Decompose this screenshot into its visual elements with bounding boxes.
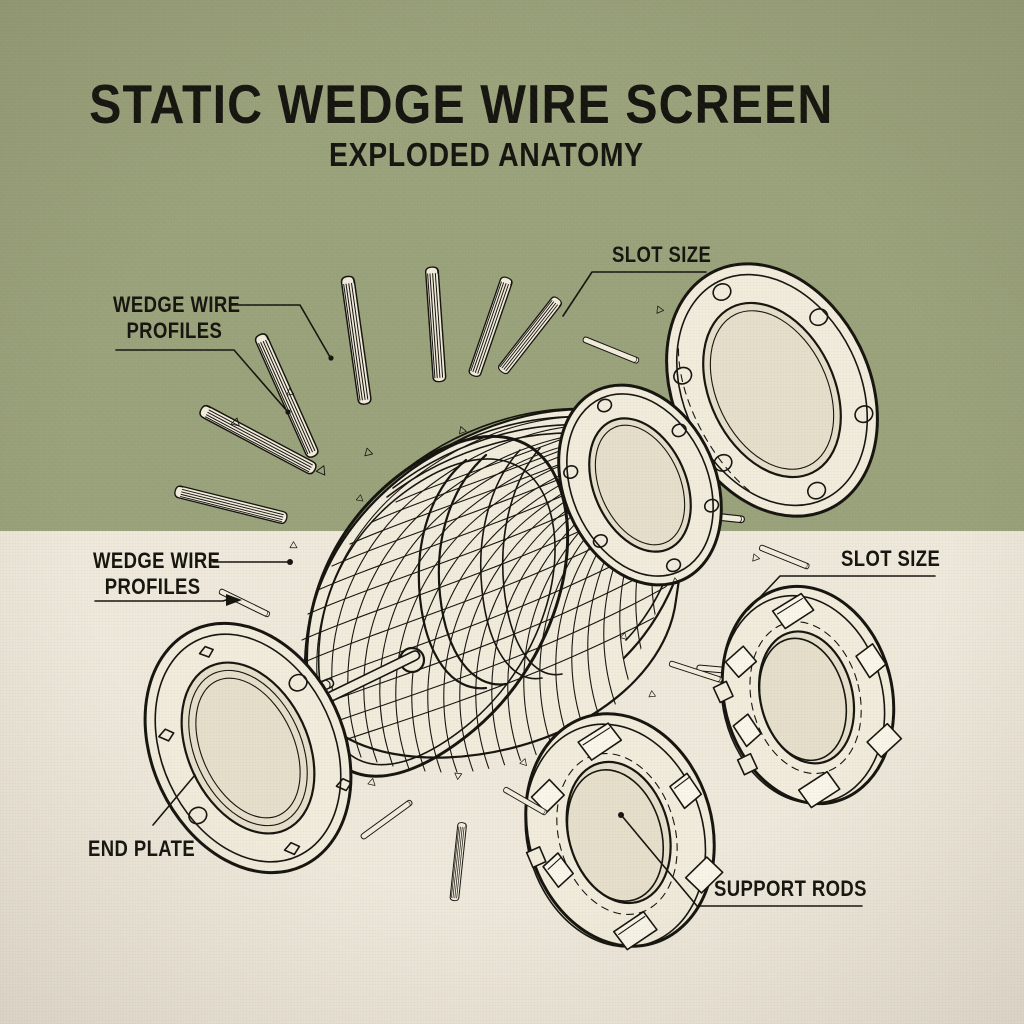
label-wedge-wire-profiles-bottom: WEDGE WIRE PROFILES [93,548,220,600]
page-subtitle: EXPLODED ANATOMY [328,136,644,173]
bolt-holes [563,398,720,573]
label-line-1: WEDGE WIRE [113,292,241,317]
label-line-1: WEDGE WIRE [93,548,221,573]
label-slot-size-bottom: SLOT SIZE [841,546,941,571]
bolt-holes [673,283,874,500]
leader-lines [94,271,936,907]
end-plate-upper-right [665,262,879,518]
end-plate-middle [557,383,723,587]
label-line-2: PROFILES [126,318,223,343]
ring-slots [724,592,903,809]
label-support-rods: SUPPORT RODS [714,876,867,901]
support-ring-lower-middle [524,712,724,951]
basket-internal-ring [417,447,563,690]
ring-slots [530,722,724,951]
support-ring-lower-right [712,584,903,809]
end-plate-lower-left [143,621,353,875]
label-line-2: PROFILES [104,574,201,599]
bolt-holes [158,645,353,856]
label-slot-size-top: SLOT SIZE [612,242,712,267]
label-wedge-wire-profiles-top: WEDGE WIRE PROFILES [113,292,240,344]
page-title: STATIC WEDGE WIRE SCREEN [89,73,834,135]
label-end-plate: END PLATE [88,836,196,861]
